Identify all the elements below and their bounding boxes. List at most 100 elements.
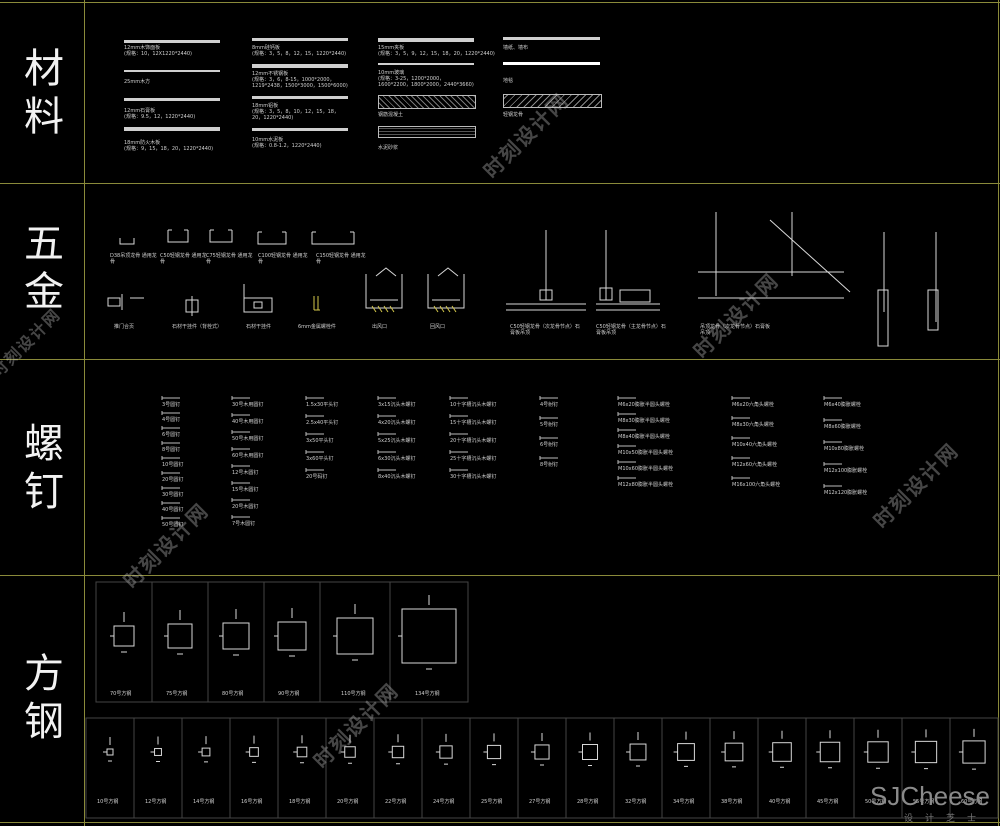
hardware-label: C50轻钢龙骨（主龙骨节点）石膏板吊顶 (596, 324, 666, 336)
dimension-mark (911, 729, 928, 770)
hardware-label: 6mm金属螺栓件 (298, 324, 336, 330)
grid-cell (95, 581, 153, 703)
screw-icon (377, 468, 396, 472)
square-steel-label: 32号方钢 (625, 799, 647, 805)
material-spec: (规格：3，5，8，10，12，15，18，20，1220*2440) (252, 109, 339, 121)
screw-icon (449, 396, 468, 400)
screw-label: 15号木圆钉 (232, 487, 259, 493)
grid-cell (263, 581, 321, 703)
screw-icon (231, 498, 250, 502)
screw-icon (305, 468, 324, 472)
square-steel-section-icon (962, 740, 986, 764)
dimension-mark (435, 733, 448, 765)
square-steel-section-icon (819, 741, 841, 763)
hardware-label: C75轻钢龙骨 通用龙骨 (206, 253, 253, 265)
dimension-mark (721, 731, 736, 768)
brand-logo: SJCheese (870, 781, 990, 811)
material-label: 钢筋混凝土 (378, 112, 404, 118)
material-swatch (124, 127, 220, 131)
dimension-mark (340, 734, 352, 764)
material-label: 18mm防火木板 (124, 140, 161, 146)
keel-profile-icon (209, 229, 233, 243)
screw-label: 4x20沉头木螺钉 (378, 420, 416, 426)
square-steel-section-icon (439, 745, 453, 759)
screw-label: M12x120膨胀螺栓 (824, 490, 868, 496)
section-title-hardware: 五金 (24, 221, 64, 315)
square-steel-section-icon (582, 744, 598, 760)
screw-icon (731, 416, 750, 420)
screw-icon (539, 456, 558, 460)
grid-cell (373, 717, 423, 819)
square-steel-section-icon (867, 741, 889, 763)
screw-icon (305, 450, 324, 454)
screw-label: 20十字槽沉头木螺钉 (450, 438, 497, 444)
section-divider (0, 575, 1000, 576)
square-steel-label: 24号方钢 (433, 799, 455, 805)
material-label: 25mm木方 (124, 79, 151, 85)
screw-label: M12x80膨胀半圆头螺栓 (618, 482, 673, 488)
material-label: 水泥砂浆 (378, 145, 399, 151)
square-steel-section-icon (772, 742, 792, 762)
square-steel-label: 34号方钢 (673, 799, 695, 805)
grid-cell (207, 581, 265, 703)
frame-border-top (0, 2, 1000, 3)
screw-icon (231, 464, 250, 468)
screw-label: 2.5x40平头钉 (306, 420, 339, 426)
screw-label: 6x30沉头木螺钉 (378, 456, 416, 462)
screw-label: 15十字槽沉头木螺钉 (450, 420, 497, 426)
material-spec: (规格：9.5，12，1220*2440) (124, 114, 196, 120)
hardware-label: 推门合页 (114, 324, 135, 330)
grid-cell (389, 581, 469, 703)
square-steel-label: 50号方钢 (865, 799, 887, 805)
screw-label: 5x25沉头木螺钉 (378, 438, 416, 444)
screw-label: 3x50平头钉 (306, 438, 334, 444)
material-label: 12mm石膏板 (124, 108, 156, 114)
square-steel-section-icon (336, 617, 374, 655)
dimension-mark (578, 732, 592, 766)
screw-label: 40号木用圆钉 (232, 419, 264, 425)
dimension-mark (768, 730, 784, 768)
ceiling-node-icon (506, 230, 586, 311)
material-label: 10mm水泥板 (252, 137, 284, 143)
dimension-mark (103, 737, 112, 762)
ceiling-node-icon (877, 232, 939, 347)
screw-label: 6号圆钉 (162, 432, 181, 438)
air-return-icon (427, 267, 465, 309)
screw-label: 12号木圆钉 (232, 470, 259, 476)
square-steel-section-icon (629, 743, 647, 761)
square-steel-label: 134号方钢 (415, 691, 440, 697)
keel-profile-icon (119, 238, 135, 245)
screw-label: 30号木用圆钉 (232, 402, 264, 408)
screw-label: M6x20膨胀半圆头螺栓 (618, 402, 670, 408)
screw-label: 30号圆钉 (162, 492, 184, 498)
stone-bracket-icon (243, 284, 273, 313)
screw-label: M10x50膨胀半圆头螺栓 (618, 450, 673, 456)
frame-divider-vertical (84, 0, 85, 826)
dimension-mark (388, 734, 400, 765)
dimension-mark (164, 610, 183, 655)
square-steel-label: 22号方钢 (385, 799, 407, 805)
screw-icon (231, 430, 250, 434)
dimension-mark (293, 735, 304, 764)
ceiling-node-icon (698, 212, 851, 299)
screw-label: 3号圆钉 (162, 402, 181, 408)
screw-label: 8号圆钉 (162, 447, 181, 453)
screw-icon (161, 411, 180, 415)
grid-cell (949, 717, 999, 819)
screw-icon (161, 426, 180, 430)
screw-label: 30十字槽沉头木螺钉 (450, 474, 497, 480)
hardware-label: 石材干挂件（背栓式） (172, 324, 223, 330)
screw-label: 8x40沉头木螺钉 (378, 474, 416, 480)
dimension-mark (863, 729, 880, 769)
square-steel-label: 25号方钢 (481, 799, 503, 805)
grid-cell (133, 717, 183, 819)
square-steel-section-icon (154, 748, 162, 756)
screw-label: 10号圆钉 (162, 462, 184, 468)
screw-icon (823, 462, 842, 466)
material-swatch (378, 38, 474, 42)
section-divider (0, 359, 1000, 360)
screw-icon (617, 428, 636, 432)
material-label: 18mm铝板 (252, 103, 279, 109)
material-label: 15mm夹板 (378, 45, 405, 51)
